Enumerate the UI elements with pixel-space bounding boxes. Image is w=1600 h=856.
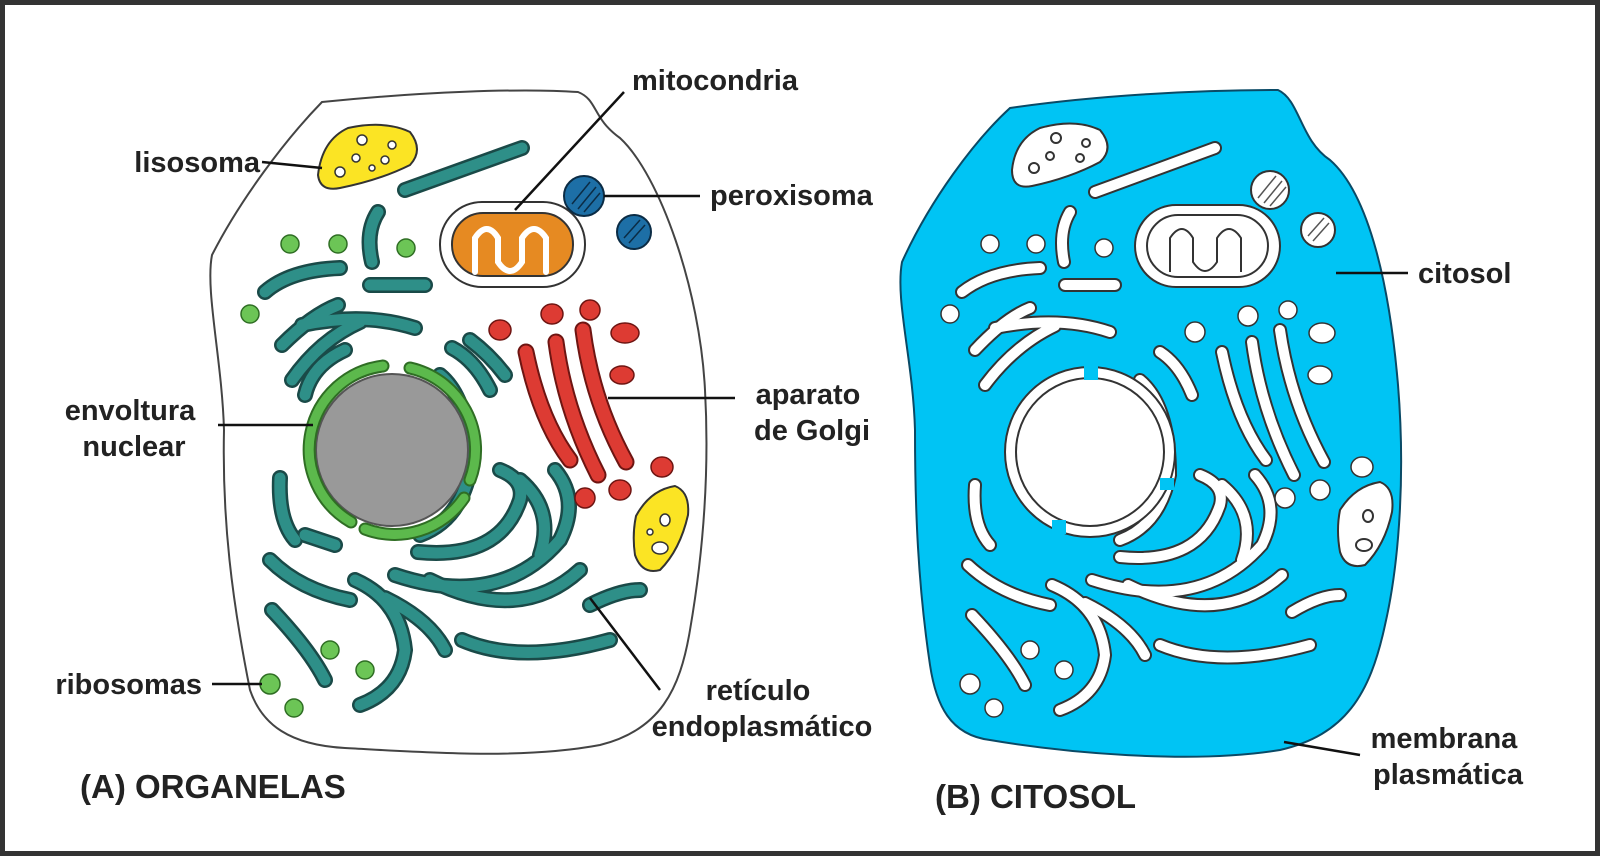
label-ribosomas: ribosomas: [55, 669, 202, 701]
nuclear-pore-gap: [1160, 478, 1174, 490]
nuclear-pore-gap: [1052, 520, 1066, 534]
label-membrana-line1: membrana: [1371, 723, 1519, 755]
label-membrana-line2: plasmática: [1373, 759, 1524, 791]
organelle-silhouettes: [955, 141, 1347, 717]
mitocondria-leader: [514, 91, 625, 211]
lysosome-granules: [334, 134, 397, 178]
golgi-vesicle: [574, 487, 596, 509]
nuclear-pore-gap: [1084, 366, 1098, 380]
golgi-vesicle: [488, 319, 512, 341]
ribosomes: [240, 234, 416, 718]
mitochondrion-cristae: [472, 226, 549, 275]
ribosome: [280, 234, 300, 254]
label-reticulo: retículo endoplasmático: [652, 675, 873, 743]
peroxisomes: [563, 175, 652, 250]
golgi-vesicles: [488, 299, 674, 509]
label-lisosoma: lisosoma: [134, 147, 261, 179]
ribosome: [355, 660, 375, 680]
panel-a-organelles: lisosoma mitocondria peroxisoma envoltur…: [55, 65, 873, 805]
lysosomes: [316, 123, 690, 572]
nucleus: [302, 359, 483, 541]
mitochondrion: [439, 201, 586, 288]
lysosome-granules: [646, 513, 671, 555]
mitochondrion-matrix: [451, 212, 574, 277]
nucleus-silhouette: [1004, 366, 1176, 538]
er-silhouette-fill: [957, 143, 1345, 715]
label-envoltura: envoltura nuclear: [65, 395, 204, 463]
peroxisome-hatching: [571, 181, 646, 244]
reticulo-leader: [589, 597, 661, 691]
ribosome: [396, 238, 416, 258]
membrana-leader: [1283, 740, 1361, 757]
nucleus-silhouette-inner: [1015, 377, 1165, 527]
labels-a: lisosoma mitocondria peroxisoma envoltur…: [55, 65, 873, 805]
ribosome: [328, 234, 348, 254]
golgi-vesicle: [540, 303, 564, 325]
label-golgi-line2: de Golgi: [754, 415, 870, 447]
golgi-vesicle: [610, 322, 640, 344]
ribosome: [320, 640, 340, 660]
golgi-vesicle: [608, 479, 632, 501]
label-peroxisoma: peroxisoma: [710, 180, 874, 212]
lysosome-silhouettes: [1010, 122, 1394, 568]
vesicle-silhouettes: [940, 234, 1374, 718]
ribosome: [259, 673, 281, 695]
labels-b: citosol membrana plasmática (B) CITOSOL: [935, 258, 1526, 815]
peroxisome-silhouette-hatching: [1257, 175, 1330, 242]
label-membrana: membrana plasmática: [1371, 723, 1526, 791]
peroxisome: [616, 214, 652, 250]
golgi-vesicle: [650, 456, 674, 478]
golgi-vesicle: [609, 365, 635, 385]
peroxisome-silhouettes: [1250, 170, 1336, 248]
label-reticulo-line1: retículo: [706, 675, 811, 707]
label-mitocondria: mitocondria: [632, 65, 799, 97]
caption-b: (B) CITOSOL: [935, 778, 1136, 815]
label-golgi-line1: aparato: [756, 379, 861, 411]
caption-a: (A) ORGANELAS: [80, 768, 346, 805]
label-envoltura-line1: envoltura: [65, 395, 196, 427]
golgi-vesicle: [579, 299, 601, 321]
label-citosol: citosol: [1418, 258, 1511, 290]
label-golgi: aparato de Golgi: [754, 379, 870, 447]
label-reticulo-line2: endoplasmático: [652, 711, 873, 743]
ribosome: [284, 698, 304, 718]
mitochondrion-silhouette: [1134, 204, 1281, 288]
ribosome: [240, 304, 260, 324]
golgi-apparatus: [517, 321, 635, 484]
lisosoma-leader: [261, 160, 323, 170]
panel-b-cytosol: citosol membrana plasmática (B) CITOSOL: [899, 88, 1526, 815]
label-envoltura-line2: nuclear: [82, 431, 185, 463]
nucleoplasm: [315, 373, 469, 527]
lysosome: [632, 484, 690, 572]
nuclear-envelope: [302, 359, 483, 541]
